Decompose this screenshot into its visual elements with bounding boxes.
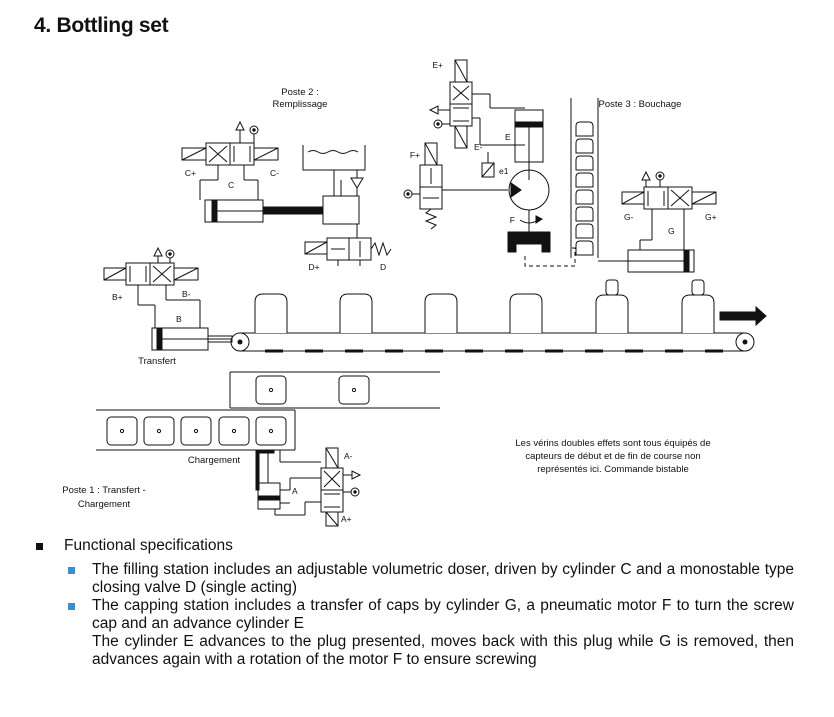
bottle bbox=[254, 293, 288, 333]
cap bbox=[575, 240, 594, 256]
tray-bottle-dot bbox=[268, 428, 274, 434]
caps-stack bbox=[575, 121, 594, 256]
blue-square-bullet-icon bbox=[68, 567, 75, 574]
label-e: E bbox=[505, 132, 511, 142]
tray-bottle-dot bbox=[231, 428, 237, 434]
label-a: A bbox=[292, 486, 298, 496]
valve-d bbox=[304, 224, 392, 266]
label-g: G bbox=[668, 226, 675, 236]
chargement-label: Chargement bbox=[188, 455, 241, 466]
label-a-minus: A- bbox=[344, 451, 353, 461]
note-line-2: capteurs de début et de fin de course no… bbox=[525, 451, 700, 462]
label-e-minus: E- bbox=[474, 142, 483, 152]
valve-b bbox=[103, 246, 201, 328]
label-e-plus: E+ bbox=[432, 60, 443, 70]
label-e1: e1 bbox=[499, 166, 509, 176]
spec-item-capping: The capping station includes a transfer … bbox=[34, 597, 794, 669]
cap bbox=[575, 189, 594, 205]
bottles-on-conveyor bbox=[254, 279, 715, 333]
tray-bottle-dot bbox=[193, 428, 199, 434]
cylinder-e bbox=[514, 109, 544, 180]
filling-tank bbox=[302, 145, 366, 196]
note-block: Les vérins doubles effets sont tous équi… bbox=[515, 438, 710, 475]
sensor-e1 bbox=[481, 152, 495, 178]
capped-bottle bbox=[595, 294, 629, 333]
label-c-minus: C- bbox=[270, 168, 279, 178]
cylinder-g bbox=[598, 249, 695, 273]
label-g-plus: G+ bbox=[705, 212, 717, 222]
label-b-minus: B- bbox=[182, 289, 191, 299]
bottle-cap bbox=[605, 279, 619, 296]
spec-item-2-text-2: The cylinder E advances to the plug pres… bbox=[92, 633, 794, 668]
capping-station: Poste 3 : Bouchage E+ E- bbox=[403, 59, 717, 273]
bottle-cap bbox=[691, 279, 705, 296]
transfert-label: Transfert bbox=[138, 356, 176, 367]
cap bbox=[575, 121, 594, 137]
loading-station: A A- A+ Poste 1 : bbox=[62, 447, 362, 527]
label-d-plus: D+ bbox=[308, 262, 319, 272]
bottle bbox=[424, 293, 458, 333]
cylinder-c bbox=[204, 180, 360, 225]
page-heading: 4. Bottling set bbox=[34, 14, 169, 37]
square-bullet-icon bbox=[36, 543, 43, 550]
note-line-3: représentés ici. Commande bistable bbox=[537, 464, 689, 475]
cap bbox=[575, 138, 594, 154]
valve-f bbox=[403, 142, 508, 230]
cap bbox=[575, 172, 594, 188]
label-c: C bbox=[228, 180, 234, 190]
motor-f bbox=[508, 169, 550, 232]
poste1-label-line2: Chargement bbox=[78, 499, 131, 510]
cylinder-b bbox=[151, 327, 233, 351]
label-g-minus: G- bbox=[624, 212, 634, 222]
cap-feeder-column bbox=[570, 98, 599, 258]
tray-bottles bbox=[106, 375, 370, 446]
capped-bottle bbox=[681, 294, 715, 333]
transfer-station: B+ B- B Transfert bbox=[103, 246, 233, 367]
valve-c bbox=[181, 120, 279, 200]
spec-item-filling: The filling station includes an adjustab… bbox=[34, 561, 794, 597]
poste3-label: Poste 3 : Bouchage bbox=[599, 99, 682, 110]
blue-square-bullet-icon bbox=[68, 603, 75, 610]
label-b-plus: B+ bbox=[112, 292, 123, 302]
label-f-plus: F+ bbox=[410, 150, 420, 160]
valve-g bbox=[621, 170, 717, 250]
tray-bottle-dot bbox=[156, 428, 162, 434]
conveyor-direction-arrow bbox=[719, 305, 767, 327]
label-b: B bbox=[176, 314, 182, 324]
poste2-label-line1: Poste 2 : bbox=[281, 87, 319, 98]
cap bbox=[575, 223, 594, 239]
cap bbox=[575, 155, 594, 171]
tray-bottle-dot bbox=[119, 428, 125, 434]
bottling-set-diagram: Poste 2 : Remplissage C+ bbox=[62, 59, 767, 527]
spec-item-2-text-1: The capping station includes a transfer … bbox=[92, 597, 794, 632]
filling-station: Poste 2 : Remplissage C+ bbox=[181, 87, 392, 272]
poste2-label-line2: Remplissage bbox=[273, 99, 328, 110]
label-c-plus: C+ bbox=[185, 168, 196, 178]
cylinder-a bbox=[257, 482, 290, 510]
cap-gripper bbox=[507, 231, 551, 245]
note-line-1: Les vérins doubles effets sont tous équi… bbox=[515, 438, 710, 449]
spec-title-row: Functional specifications bbox=[34, 537, 794, 555]
bottle bbox=[509, 293, 543, 333]
cap bbox=[575, 206, 594, 222]
valve-a bbox=[274, 447, 362, 527]
conveyor bbox=[230, 305, 767, 352]
bottle bbox=[339, 293, 373, 333]
spec-title: Functional specifications bbox=[64, 537, 233, 554]
poste1-label-line1: Poste 1 : Transfert - bbox=[62, 485, 145, 496]
label-a-plus: A+ bbox=[341, 514, 352, 524]
functional-specifications: Functional specifications The filling st… bbox=[34, 537, 794, 669]
label-f: F bbox=[510, 215, 515, 225]
label-d: D bbox=[380, 262, 386, 272]
tray-bottle-dot bbox=[351, 387, 357, 393]
valve-e bbox=[428, 59, 525, 149]
tray-bottle-dot bbox=[268, 387, 274, 393]
spec-item-1-text: The filling station includes an adjustab… bbox=[92, 561, 794, 596]
